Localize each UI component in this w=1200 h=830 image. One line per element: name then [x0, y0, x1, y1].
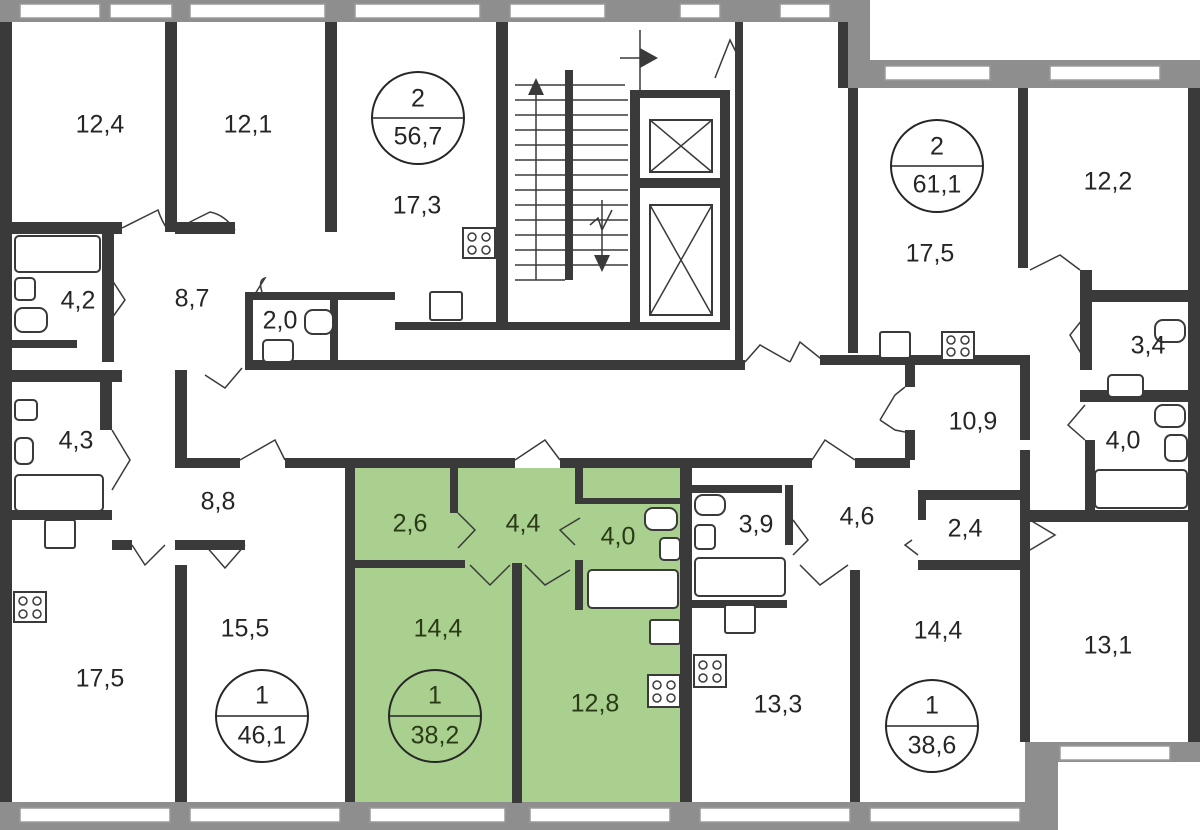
stove-icon: [941, 331, 975, 361]
arrow-right-icon: [640, 48, 658, 68]
stove-icon: [647, 674, 681, 708]
room-area-label: 4,4: [506, 510, 541, 538]
apartment-badge: 2 56,7: [371, 71, 465, 165]
apartment-room-count: 1: [255, 682, 269, 710]
room-area-label: 2,4: [948, 515, 983, 543]
apartment-room-count: 1: [428, 682, 442, 710]
room-area-label: 12,4: [76, 111, 125, 139]
room-area-label: 15,5: [221, 615, 270, 643]
room-area-label: 4,0: [601, 523, 636, 551]
apartment-room-count: 1: [925, 692, 939, 720]
room-area-label: 10,9: [949, 408, 998, 436]
room-area-label: 3,4: [1131, 332, 1166, 360]
apartment-total-area: 56,7: [394, 123, 443, 151]
apartment-room-count: 2: [930, 133, 944, 161]
room-area-label: 4,2: [61, 287, 96, 315]
apartment-total-area: 61,1: [913, 171, 962, 199]
room-area-label: 4,3: [59, 427, 94, 455]
room-area-label: 4,6: [840, 503, 875, 531]
apartment-badge-highlighted: 1 38,2: [388, 669, 482, 763]
room-area-label: 4,0: [1106, 427, 1141, 455]
room-area-label: 14,4: [914, 617, 963, 645]
room-area-label: 3,9: [739, 511, 774, 539]
room-area-label: 14,4: [414, 615, 463, 643]
apartment-total-area: 38,6: [908, 732, 957, 760]
apartment-total-area: 46,1: [238, 722, 287, 750]
room-area-label: 12,1: [224, 111, 273, 139]
arrow-down-icon: [594, 255, 610, 272]
arrow-up-icon: [528, 78, 544, 95]
apartment-badge: 2 61,1: [890, 119, 984, 213]
apartment-total-area: 38,2: [411, 722, 460, 750]
room-area-label: 13,1: [1084, 632, 1133, 660]
room-area-label: 2,6: [393, 510, 428, 538]
apartment-badge: 1 46,1: [215, 669, 309, 763]
elevators: [649, 119, 713, 316]
stove-icon: [13, 591, 47, 623]
room-area-label: 2,0: [263, 307, 298, 335]
room-area-label: 8,8: [201, 488, 236, 516]
room-area-label: 13,3: [754, 691, 803, 719]
room-area-label: 12,8: [571, 690, 620, 718]
doors: [111, 38, 1086, 587]
stove-icon: [693, 654, 727, 688]
room-labels: 12,4 12,1 17,3 4,2 8,7 2,0 17,5 12,2 3,4…: [59, 111, 1166, 719]
room-area-label: 17,5: [76, 665, 125, 693]
room-area-label: 8,7: [175, 285, 210, 313]
apartment-badge: 1 38,6: [885, 679, 979, 773]
staircase: [515, 30, 658, 281]
apartment-room-count: 2: [411, 85, 425, 113]
windows: [19, 3, 1171, 823]
stoves: [13, 227, 975, 708]
room-area-label: 17,5: [906, 240, 955, 268]
fixtures: [14, 235, 1188, 645]
room-area-label: 12,2: [1084, 168, 1133, 196]
walls: [0, 22, 1200, 803]
room-area-label: 17,3: [393, 192, 442, 220]
stove-icon: [462, 227, 496, 259]
